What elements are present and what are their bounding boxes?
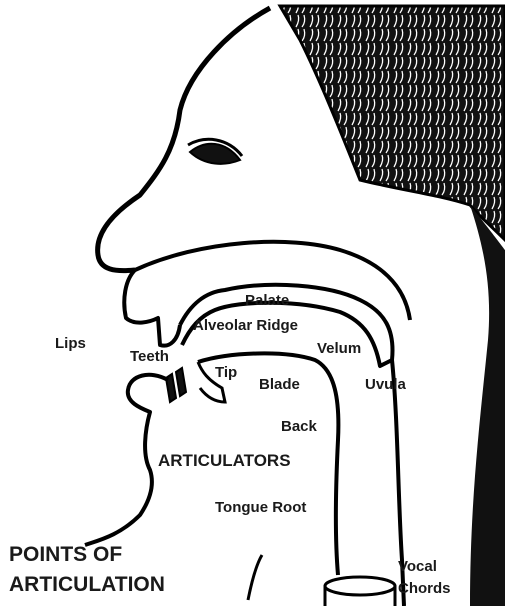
back-of-head: [470, 205, 505, 606]
label-uvula: Uvula: [365, 377, 406, 392]
label-alveolar-ridge: Alveolar Ridge: [193, 318, 298, 333]
label-teeth: Teeth: [130, 349, 169, 364]
upper-lip: [124, 270, 180, 346]
label-velum: Velum: [317, 341, 361, 356]
label-tongue-root: Tongue Root: [215, 500, 306, 515]
label-points-line-2: ARTICULATION: [9, 570, 165, 600]
label-tip: Tip: [215, 365, 237, 380]
label-articulators: ARTICULATORS: [158, 452, 291, 469]
lower-lip-chin: [85, 375, 168, 545]
neck-front: [248, 555, 262, 600]
label-points-line-1: POINTS OF: [9, 540, 165, 570]
label-points-of-articulation: POINTS OF ARTICULATION: [9, 540, 165, 601]
label-lips: Lips: [55, 336, 86, 351]
vocal-chords-ring: [325, 577, 395, 595]
label-vocal-chords: Vocal Chords: [398, 556, 451, 600]
label-palate: Palate: [245, 293, 289, 308]
face-outline: [98, 8, 270, 271]
label-back: Back: [281, 419, 317, 434]
label-blade: Blade: [259, 377, 300, 392]
label-vocal-line-2: Chords: [398, 578, 451, 600]
label-vocal-line-1: Vocal: [398, 556, 451, 578]
hair: [280, 6, 505, 240]
lower-teeth: [166, 368, 186, 402]
